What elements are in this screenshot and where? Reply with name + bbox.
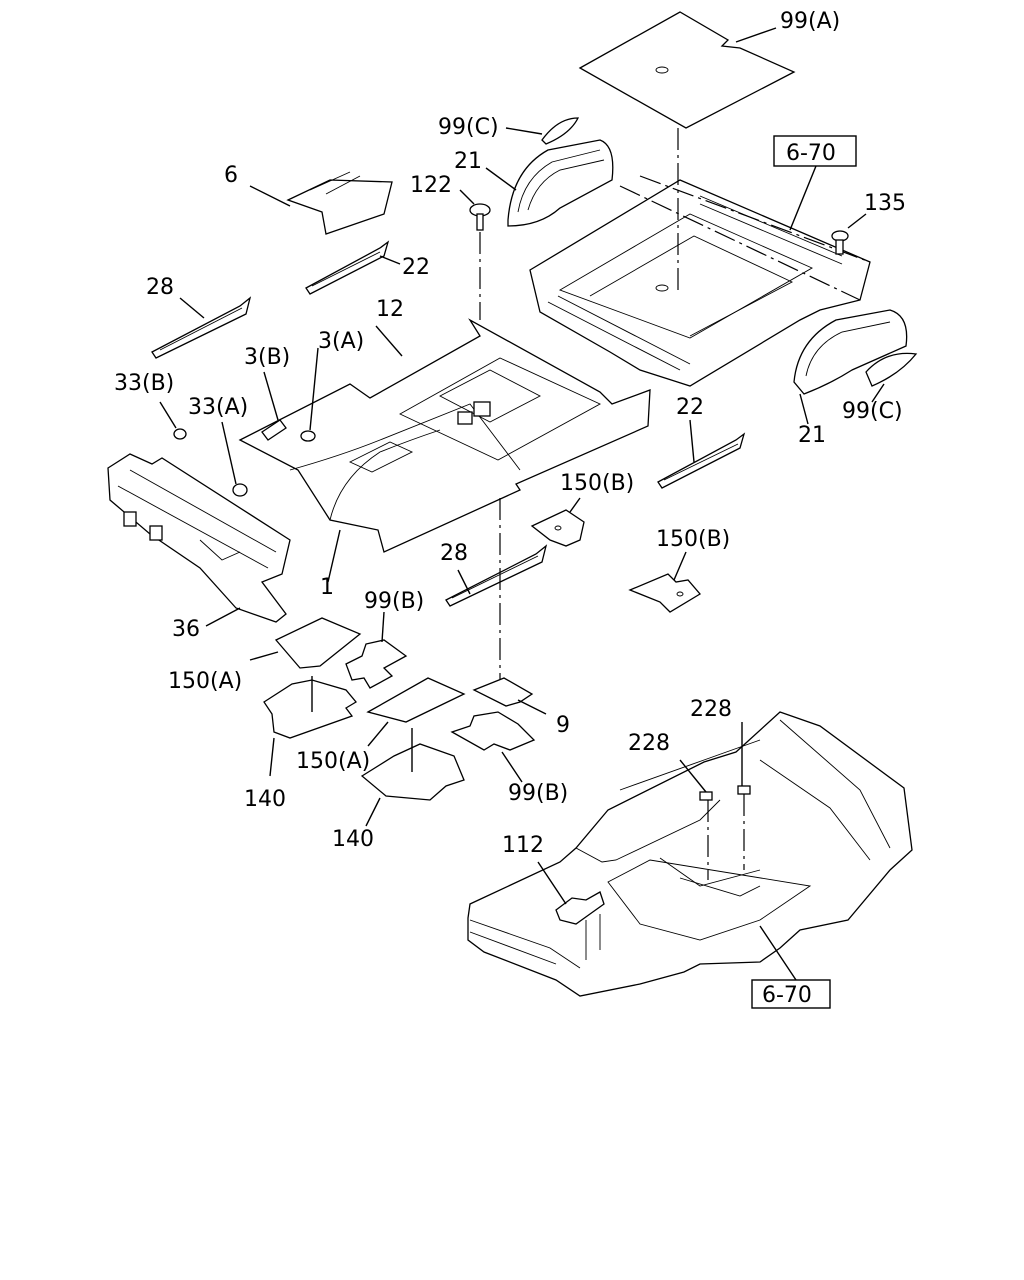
label-112: 112 xyxy=(502,833,544,858)
label-150a-1: 150(A) xyxy=(168,669,242,694)
part-21-top xyxy=(485,139,614,227)
part-150a-mat-1 xyxy=(249,617,362,669)
label-99a: 99(A) xyxy=(780,9,840,34)
label-6: 6 xyxy=(224,163,238,188)
label-99b-1: 99(B) xyxy=(364,589,424,614)
part-3a xyxy=(300,347,319,442)
label-3b: 3(B) xyxy=(244,345,290,370)
part-21-right xyxy=(793,309,908,425)
part-33a-clip xyxy=(221,421,248,497)
part-28-mid-strip xyxy=(445,544,548,607)
label-ref-6-70-bottom: 6-70 xyxy=(762,983,812,1008)
leader-1 xyxy=(327,529,341,583)
label-21-top: 21 xyxy=(454,149,482,174)
part-3b xyxy=(261,371,287,441)
car-body-outline xyxy=(467,711,913,1009)
label-22-right: 22 xyxy=(676,395,704,420)
label-22-top: 22 xyxy=(402,255,430,280)
part-36-dash-panel xyxy=(107,453,291,627)
label-150b-1: 150(B) xyxy=(560,471,634,496)
part-6-bracket xyxy=(249,171,393,235)
label-33b: 33(B) xyxy=(114,371,174,396)
label-140-2: 140 xyxy=(332,827,374,852)
label-ref-6-70-top: 6-70 xyxy=(786,141,836,166)
label-21-right: 21 xyxy=(798,423,826,448)
front-floor-panel xyxy=(238,318,651,553)
label-28-left: 28 xyxy=(146,275,174,300)
part-99b-mat-1 xyxy=(345,611,408,689)
label-228-1: 228 xyxy=(690,697,732,722)
part-135-screw xyxy=(831,213,867,255)
label-9: 9 xyxy=(556,713,570,738)
part-150b-pad-1 xyxy=(530,497,585,547)
label-28-mid: 28 xyxy=(440,541,468,566)
label-99c-right: 99(C) xyxy=(842,399,903,424)
part-150a-mat-2 xyxy=(366,677,466,747)
label-228-2: 228 xyxy=(628,731,670,756)
part-9-pad xyxy=(472,677,547,715)
label-3a: 3(A) xyxy=(318,329,364,354)
callout-labels: 99(A) 99(C) 21 122 6 6-70 135 22 28 12 3… xyxy=(114,9,906,1008)
label-1: 1 xyxy=(320,575,334,600)
leader-12 xyxy=(375,325,403,357)
part-99c-top xyxy=(505,117,580,145)
part-150b-pad-2 xyxy=(628,551,701,613)
ref-6-70-top xyxy=(773,135,857,231)
part-140-mat-2 xyxy=(360,728,465,827)
rear-floor-panel xyxy=(529,128,871,387)
part-22-right-strip xyxy=(657,419,746,489)
label-150b-2: 150(B) xyxy=(656,527,730,552)
part-22-top-strip xyxy=(305,240,401,295)
part-99b-mat-2 xyxy=(450,711,536,783)
label-33a: 33(A) xyxy=(188,395,248,420)
part-33b-clip xyxy=(159,401,187,440)
label-135: 135 xyxy=(864,191,906,216)
part-99a-mat xyxy=(578,11,796,129)
label-99b-2: 99(B) xyxy=(508,781,568,806)
label-140-1: 140 xyxy=(244,787,286,812)
label-36: 36 xyxy=(172,617,200,642)
part-140-mat-1 xyxy=(263,676,357,777)
label-99c-top: 99(C) xyxy=(438,115,499,140)
label-12: 12 xyxy=(376,297,404,322)
label-122: 122 xyxy=(410,173,452,198)
part-28-left-strip xyxy=(151,296,252,359)
part-99c-right xyxy=(865,352,918,403)
part-122-clip xyxy=(459,189,491,320)
label-150a-2: 150(A) xyxy=(296,749,370,774)
